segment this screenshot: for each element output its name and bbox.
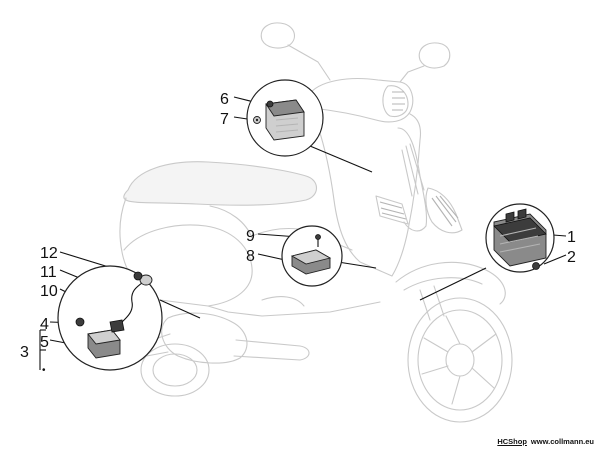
leader-right-group (419, 267, 487, 301)
ignition-coil-top (87, 329, 121, 345)
relay-module-top (290, 249, 332, 265)
callout-2: 2 (567, 249, 576, 266)
side-panel-top (209, 205, 253, 239)
callout-3: 3 (20, 344, 29, 361)
front-wheel-spokes (421, 315, 497, 405)
spark-plug-cap (139, 274, 153, 286)
coil-nut (75, 317, 85, 327)
rear-wheel-rim (152, 353, 198, 387)
front-grille-lines (431, 195, 459, 227)
ecu-screw (266, 100, 274, 108)
scooter-outline (119, 22, 513, 423)
footer-shop: HCShop (497, 437, 527, 446)
front-grille (425, 187, 463, 234)
callout-11: 11 (40, 264, 57, 281)
rear-wheel (140, 343, 210, 397)
detail-circle-mid (281, 225, 343, 287)
coil-terminal (109, 319, 125, 333)
front-fender-inner (403, 277, 483, 291)
relay-screw-head (315, 234, 321, 240)
callout-5: 5 (40, 334, 49, 351)
front-fork (419, 285, 445, 321)
seat (123, 161, 318, 206)
leader-mid-group (337, 261, 377, 269)
right-mirror (418, 42, 451, 69)
side-panel (123, 224, 253, 307)
detail-circle-right (485, 203, 555, 273)
headlight-lines (392, 91, 405, 111)
left-mirror (260, 22, 295, 49)
regulator-bolt (532, 262, 540, 270)
callout-1: 1 (567, 229, 576, 246)
exhaust (233, 339, 310, 361)
right-mirror-stem (399, 65, 425, 83)
regulator-fins-top (493, 217, 547, 243)
callout-12: 12 (40, 245, 58, 262)
front-vent (401, 143, 425, 197)
floor-vent (375, 195, 409, 225)
spark-plug-cap-end (133, 271, 143, 281)
tick-2 (543, 254, 567, 265)
front-wheel-rim (417, 309, 503, 411)
callout-8: 8 (246, 248, 255, 265)
regulator-fins (499, 227, 541, 253)
detail-circle-left (57, 265, 163, 371)
front-wheel-tire (407, 297, 513, 423)
left-mirror-stem (287, 44, 331, 81)
callout-bullet: • (42, 365, 46, 376)
engine (161, 312, 248, 364)
ignition-coil-cable (119, 279, 147, 325)
underbody (207, 301, 381, 317)
leader-upper-group (309, 145, 373, 173)
front-panel (397, 127, 428, 232)
callout-9: 9 (246, 228, 255, 245)
callout-7: 7 (220, 111, 229, 128)
headlight (382, 85, 409, 118)
floor-vent-lines (379, 201, 407, 220)
detail-circle-left-ring (57, 265, 163, 371)
detail-circle-top (246, 79, 324, 157)
front-wheel-hub (445, 343, 475, 377)
callout-4: 4 (40, 316, 49, 333)
callout-10: 10 (40, 283, 58, 300)
footer-site[interactable]: www.collmann.eu (530, 437, 594, 446)
ecu-ribs (275, 117, 299, 133)
regulator-connectors (505, 208, 527, 223)
ecu-washer-hole (255, 118, 259, 122)
front-fender (395, 261, 506, 305)
callout-numbers: 6 7 9 8 1 2 12 11 10 4 5 3 • (20, 91, 576, 376)
leader-left-group (159, 299, 201, 319)
footrest (261, 296, 305, 307)
callout-6: 6 (220, 91, 229, 108)
ecu-top (265, 99, 305, 117)
leg-shield (311, 109, 422, 277)
